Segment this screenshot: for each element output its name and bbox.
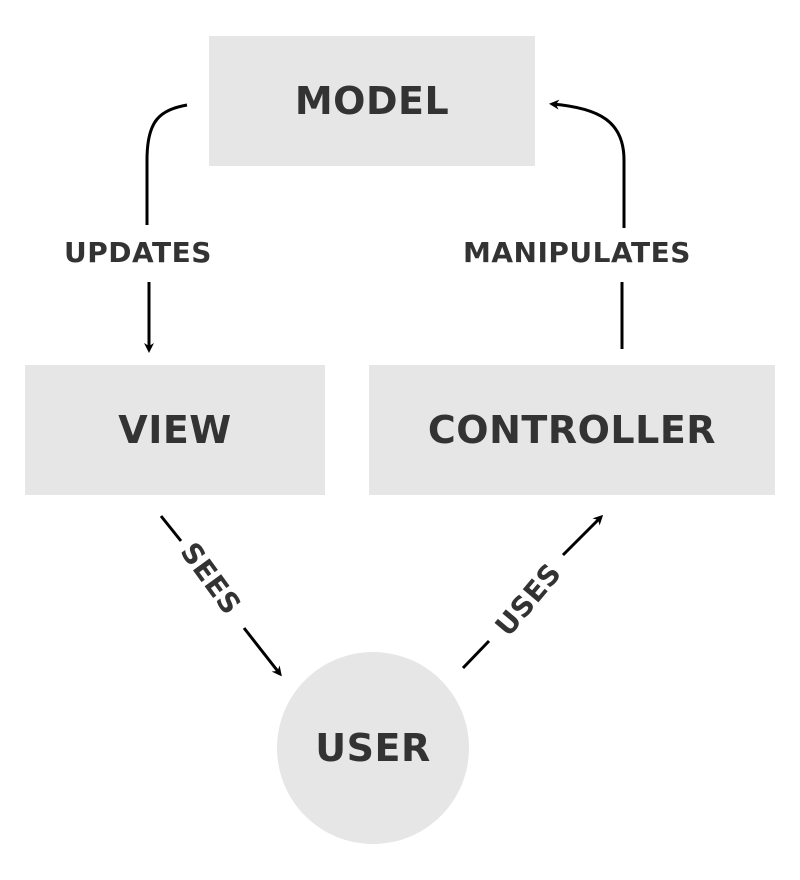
user-label: USER (315, 726, 431, 770)
view-node: VIEW (25, 365, 325, 495)
user-node: USER (277, 652, 469, 844)
manipulates-edge-label: MANIPULATES (463, 236, 691, 269)
updates-edge-label: UPDATES (64, 236, 212, 269)
model-label: MODEL (294, 79, 450, 123)
arrow-uses-upper (561, 514, 604, 557)
controller-label: CONTROLLER (427, 408, 717, 452)
arrow-manipulates-upper (549, 99, 626, 228)
arrow-sees-lower (242, 627, 282, 677)
arrow-sees-upper (159, 515, 183, 542)
arrow-updates-upper (145, 103, 188, 225)
controller-node: CONTROLLER (369, 365, 775, 495)
arrow-uses-lower (461, 639, 491, 670)
view-label: VIEW (118, 408, 232, 452)
model-node: MODEL (209, 36, 535, 166)
